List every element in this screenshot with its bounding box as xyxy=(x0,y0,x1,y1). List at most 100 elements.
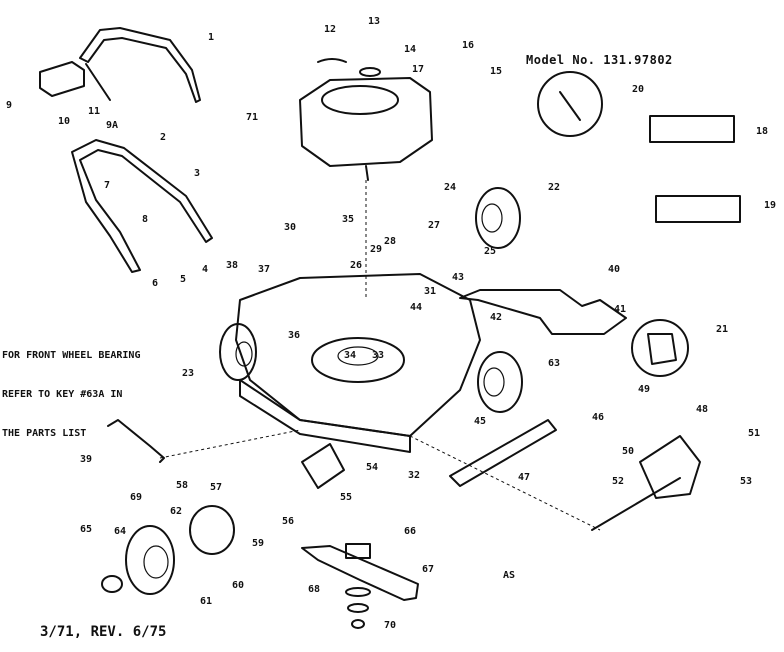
callout-32: 32 xyxy=(408,470,420,481)
callout-13: 13 xyxy=(368,16,380,27)
fuel-cap xyxy=(317,58,381,77)
callout-25: 25 xyxy=(484,246,496,257)
callout-34: 34 xyxy=(344,350,356,361)
callout-9: 9 xyxy=(6,100,12,111)
callout-70: 70 xyxy=(384,620,396,631)
engine xyxy=(299,77,433,181)
callout-61: 61 xyxy=(200,596,212,607)
callout-56: 56 xyxy=(282,516,294,527)
callout-36: 36 xyxy=(288,330,300,341)
rear-axle xyxy=(591,435,701,531)
callout-51: 51 xyxy=(748,428,760,439)
callout-17: 17 xyxy=(412,64,424,75)
callout-29: 29 xyxy=(370,244,382,255)
callout-71: 71 xyxy=(246,112,258,123)
drag-rod xyxy=(107,419,165,463)
detail-18-box xyxy=(649,115,735,143)
upper-handle xyxy=(79,27,201,103)
callout-39: 39 xyxy=(80,454,92,465)
callout-64: 64 xyxy=(114,526,126,537)
callout-40: 40 xyxy=(608,264,620,275)
mower-deck xyxy=(235,273,481,453)
callout-47: 47 xyxy=(518,472,530,483)
detail-19-box xyxy=(655,195,741,223)
callout-55: 55 xyxy=(340,492,352,503)
callout-37: 37 xyxy=(258,264,270,275)
callout-67: 67 xyxy=(422,564,434,575)
callout-11: 11 xyxy=(88,106,100,117)
lower-handle xyxy=(71,139,213,273)
callout-21: 21 xyxy=(716,324,728,335)
model-number: Model No. 131.97802 xyxy=(526,53,673,67)
callout-66: 66 xyxy=(404,526,416,537)
callout-20: 20 xyxy=(632,84,644,95)
callout-33: 33 xyxy=(372,350,384,361)
callout-12: 12 xyxy=(324,24,336,35)
callout-22: 22 xyxy=(548,182,560,193)
corner-mark: AS xyxy=(503,570,516,581)
callout-52: 52 xyxy=(612,476,624,487)
revision-date: 3/71, REV. 6/75 xyxy=(40,624,167,640)
callout-4: 4 xyxy=(202,264,208,275)
note-line: REFER TO KEY #63A IN xyxy=(2,389,123,400)
callout-69: 69 xyxy=(130,492,142,503)
callout-41: 41 xyxy=(614,304,626,315)
callout-labels: 1234567899A10111213141516171819202122232… xyxy=(6,16,776,631)
detail-20-circle xyxy=(537,71,603,137)
callout-45: 45 xyxy=(474,416,486,427)
callout-8: 8 xyxy=(142,214,148,225)
note-line: FOR FRONT WHEEL BEARING xyxy=(2,350,141,361)
callout-9a: 9A xyxy=(106,120,118,131)
callout-7: 7 xyxy=(104,180,110,191)
callout-6: 6 xyxy=(152,278,158,289)
callout-65: 65 xyxy=(80,524,92,535)
assembly-lines xyxy=(159,180,601,531)
callout-57: 57 xyxy=(210,482,222,493)
front-wheel-bearing-note: FOR FRONT WHEEL BEARING REFER TO KEY #63… xyxy=(2,323,202,453)
callout-58: 58 xyxy=(176,480,188,491)
blade-hardware xyxy=(345,587,371,629)
callout-48: 48 xyxy=(696,404,708,415)
baffle xyxy=(449,419,557,487)
callout-19: 19 xyxy=(764,200,776,211)
deflector xyxy=(459,289,627,335)
callout-5: 5 xyxy=(180,274,186,285)
callout-62: 62 xyxy=(170,506,182,517)
callout-68: 68 xyxy=(308,584,320,595)
callout-30: 30 xyxy=(284,222,296,233)
callout-18: 18 xyxy=(756,126,768,137)
callout-54: 54 xyxy=(366,462,378,473)
callout-2: 2 xyxy=(160,132,166,143)
callout-63: 63 xyxy=(548,358,560,369)
callout-10: 10 xyxy=(58,116,70,127)
front-left-wheel xyxy=(219,323,257,381)
wheel-shield xyxy=(189,505,235,555)
callout-24: 24 xyxy=(444,182,456,193)
height-bracket xyxy=(301,443,345,489)
callout-15: 15 xyxy=(490,66,502,77)
callout-14: 14 xyxy=(404,44,416,55)
callout-44: 44 xyxy=(410,302,422,313)
callout-26: 26 xyxy=(350,260,362,271)
hubcap xyxy=(101,575,123,593)
rear-right-wheel xyxy=(477,351,523,413)
callout-23: 23 xyxy=(182,368,194,379)
note-line: THE PARTS LIST xyxy=(2,428,87,439)
callout-16: 16 xyxy=(462,40,474,51)
callout-49: 49 xyxy=(638,384,650,395)
callout-31: 31 xyxy=(424,286,436,297)
callout-3: 3 xyxy=(194,168,200,179)
callout-60: 60 xyxy=(232,580,244,591)
callout-35: 35 xyxy=(342,214,354,225)
detail-21-circle xyxy=(631,319,689,377)
callout-1: 1 xyxy=(208,32,214,43)
callout-42: 42 xyxy=(490,312,502,323)
callout-27: 27 xyxy=(428,220,440,231)
callout-43: 43 xyxy=(452,272,464,283)
callout-28: 28 xyxy=(384,236,396,247)
front-right-wheel xyxy=(475,187,521,249)
control-box xyxy=(39,61,85,97)
callout-38: 38 xyxy=(226,260,238,271)
callout-59: 59 xyxy=(252,538,264,549)
